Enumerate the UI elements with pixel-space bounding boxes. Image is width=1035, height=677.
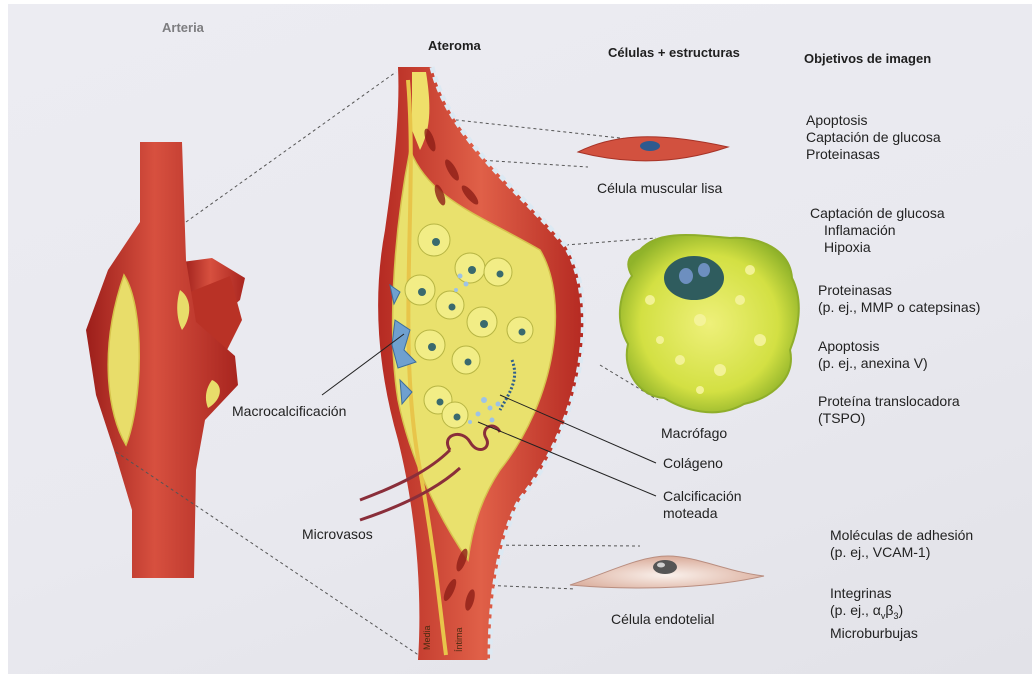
label-macrocalcificacion: Macrocalcificación bbox=[232, 403, 346, 420]
target-apoptosis: Apoptosis bbox=[806, 112, 941, 129]
label-colageno: Colágeno bbox=[663, 455, 723, 472]
targets-macrophage-a: Captación de glucosa Inflamación Hipoxia bbox=[810, 205, 945, 256]
target-hipoxia: Hipoxia bbox=[810, 239, 945, 256]
label-calcificacion-moteada: Calcificación moteada bbox=[663, 488, 742, 522]
target-tspo: (TSPO) bbox=[818, 410, 960, 427]
targets-smooth-muscle: Apoptosis Captación de glucosa Proteinas… bbox=[806, 112, 941, 163]
target-moleculas-adhesion: Moléculas de adhesión bbox=[830, 527, 973, 544]
label-celula-endotelial: Célula endotelial bbox=[611, 611, 715, 628]
macrophage-illustration bbox=[620, 235, 799, 412]
target-close-paren: ) bbox=[898, 602, 903, 618]
target-mmp-catepsinas: (p. ej., MMP o catepsinas) bbox=[818, 299, 980, 316]
target-microburbujas: Microburbujas bbox=[830, 625, 918, 642]
targets-endothelial-a: Moléculas de adhesión (p. ej., VCAM-1) bbox=[830, 527, 973, 561]
target-anexina-v: (p. ej., anexina V) bbox=[818, 355, 928, 372]
targets-endothelial-b: Integrinas (p. ej., αvβ3) Microburbujas bbox=[830, 585, 918, 642]
target-vcam1: (p. ej., VCAM-1) bbox=[830, 544, 973, 561]
header-celulas-estructuras: Células + estructuras bbox=[608, 45, 740, 60]
artery-illustration bbox=[86, 142, 245, 578]
target-captacion-glucosa: Captación de glucosa bbox=[806, 129, 941, 146]
smooth-muscle-cell-illustration bbox=[578, 137, 728, 161]
label-calcificacion-line2: moteada bbox=[663, 505, 717, 521]
target-proteinasas-2: Proteinasas bbox=[818, 282, 980, 299]
target-inflamacion: Inflamación bbox=[810, 222, 945, 239]
target-proteina-translocadora: Proteína translocadora bbox=[818, 393, 960, 410]
header-objetivos-imagen: Objetivos de imagen bbox=[804, 51, 931, 66]
target-apoptosis-2: Apoptosis bbox=[818, 338, 928, 355]
label-celula-muscular-lisa: Célula muscular lisa bbox=[597, 180, 722, 197]
header-ateroma: Ateroma bbox=[428, 38, 481, 53]
target-proteinasas: Proteinasas bbox=[806, 146, 941, 163]
label-calcificacion-line1: Calcificación bbox=[663, 488, 742, 504]
label-microvasos: Microvasos bbox=[302, 526, 373, 543]
target-integrinas: Integrinas bbox=[830, 585, 918, 602]
targets-macrophage-d: Proteína translocadora (TSPO) bbox=[818, 393, 960, 427]
targets-macrophage-b: Proteinasas (p. ej., MMP o catepsinas) bbox=[818, 282, 980, 316]
target-captacion-glucosa-2: Captación de glucosa bbox=[810, 205, 945, 222]
target-alpha-text: (p. ej., α bbox=[830, 602, 881, 618]
endothelial-cell-illustration bbox=[570, 556, 764, 588]
atheroma-illustration bbox=[360, 67, 583, 660]
header-arteria: Arteria bbox=[162, 20, 204, 35]
label-intima: Íntima bbox=[454, 627, 464, 652]
target-alpha-beta: (p. ej., αvβ3) bbox=[830, 602, 918, 625]
targets-macrophage-c: Apoptosis (p. ej., anexina V) bbox=[818, 338, 928, 372]
label-macrofago: Macrófago bbox=[661, 425, 727, 442]
label-media: Media bbox=[422, 625, 432, 650]
